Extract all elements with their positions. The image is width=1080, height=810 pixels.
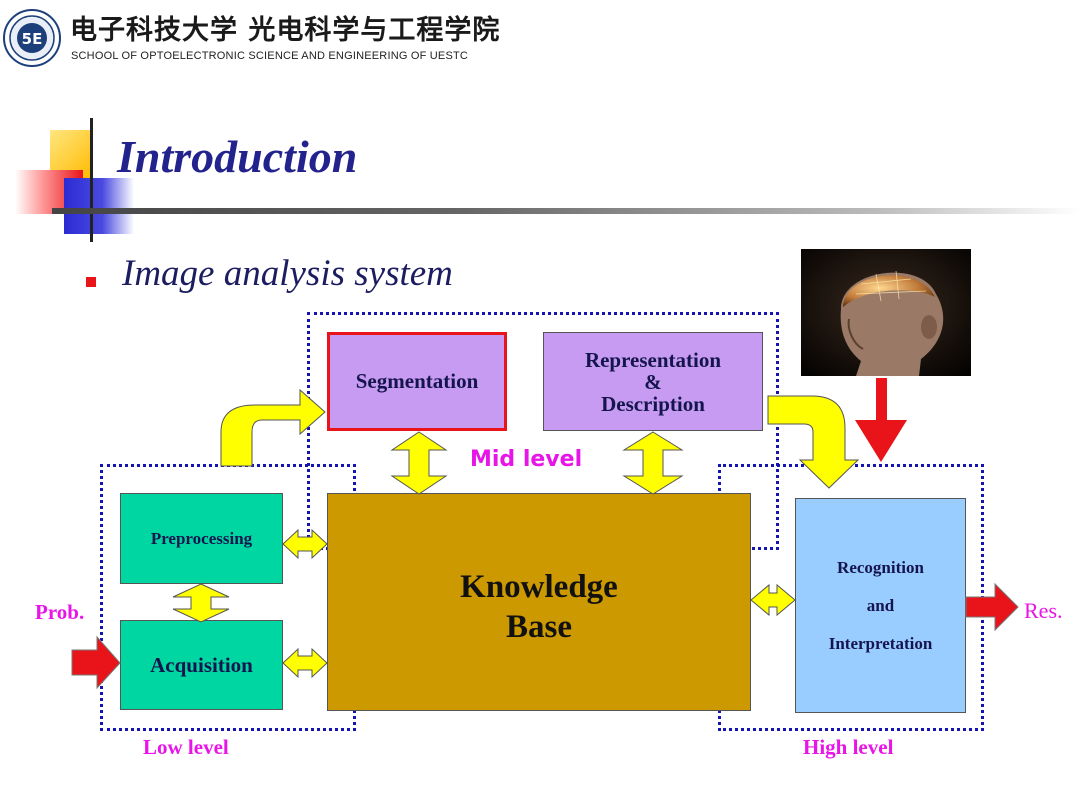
mid-level-label: Mid level	[470, 447, 583, 472]
preprocessing-label: Preprocessing	[150, 528, 253, 548]
bullet-marker	[86, 277, 96, 287]
knowledge-base-box: Knowledge Base	[327, 493, 751, 711]
bullet-text: Image analysis system	[122, 253, 453, 294]
arrow-preprocessing-segmentation	[220, 388, 326, 467]
arrow-output	[965, 582, 1019, 632]
title-deco-vline	[90, 118, 93, 242]
brain-photo	[801, 249, 971, 376]
knowledge-line-2: Base	[506, 609, 572, 645]
recognition-box: Recognition and Interpretation	[795, 498, 966, 713]
segmentation-box: Segmentation	[327, 332, 507, 431]
recognition-line-3: Interpretation	[828, 633, 933, 653]
arrow-input	[71, 635, 121, 690]
representation-line-2: &	[644, 369, 662, 394]
arrow-preprocessing-knowledge	[282, 528, 328, 560]
output-label: Res.	[1024, 598, 1063, 623]
segmentation-label: Segmentation	[355, 369, 479, 393]
preprocessing-box: Preprocessing	[120, 493, 283, 584]
arrow-preprocessing-acquisition	[172, 583, 230, 623]
title-deco-blue	[64, 178, 134, 234]
acquisition-label: Acquisition	[150, 652, 253, 677]
representation-line-3: Description	[601, 391, 705, 416]
title-underline	[52, 208, 1080, 214]
acquisition-box: Acquisition	[120, 620, 283, 710]
slide-title: Introduction	[117, 131, 358, 182]
representation-line-1: Representation	[584, 347, 722, 372]
high-level-label: High level	[803, 735, 894, 759]
input-label: Prob.	[35, 600, 85, 624]
logo-text: 5E	[22, 30, 43, 48]
representation-box: Representation & Description	[543, 332, 763, 431]
arrow-representation-recognition	[767, 395, 860, 489]
arrow-representation-knowledge	[622, 431, 684, 495]
knowledge-line-1: Knowledge	[460, 569, 618, 605]
institution-name-en: SCHOOL OF OPTOELECTRONIC SCIENCE AND ENG…	[71, 50, 469, 62]
university-logo-icon: 5E	[3, 9, 61, 67]
recognition-line-2: and	[866, 595, 895, 615]
recognition-line-1: Recognition	[837, 557, 924, 577]
institution-name-cn: 电子科技大学 光电科学与工程学院	[70, 15, 501, 46]
low-level-label: Low level	[143, 735, 229, 759]
arrow-segmentation-knowledge	[390, 431, 448, 495]
arrow-knowledge-recognition	[750, 583, 796, 617]
arrow-photo-recognition	[855, 378, 907, 462]
arrow-acquisition-knowledge	[282, 647, 328, 679]
